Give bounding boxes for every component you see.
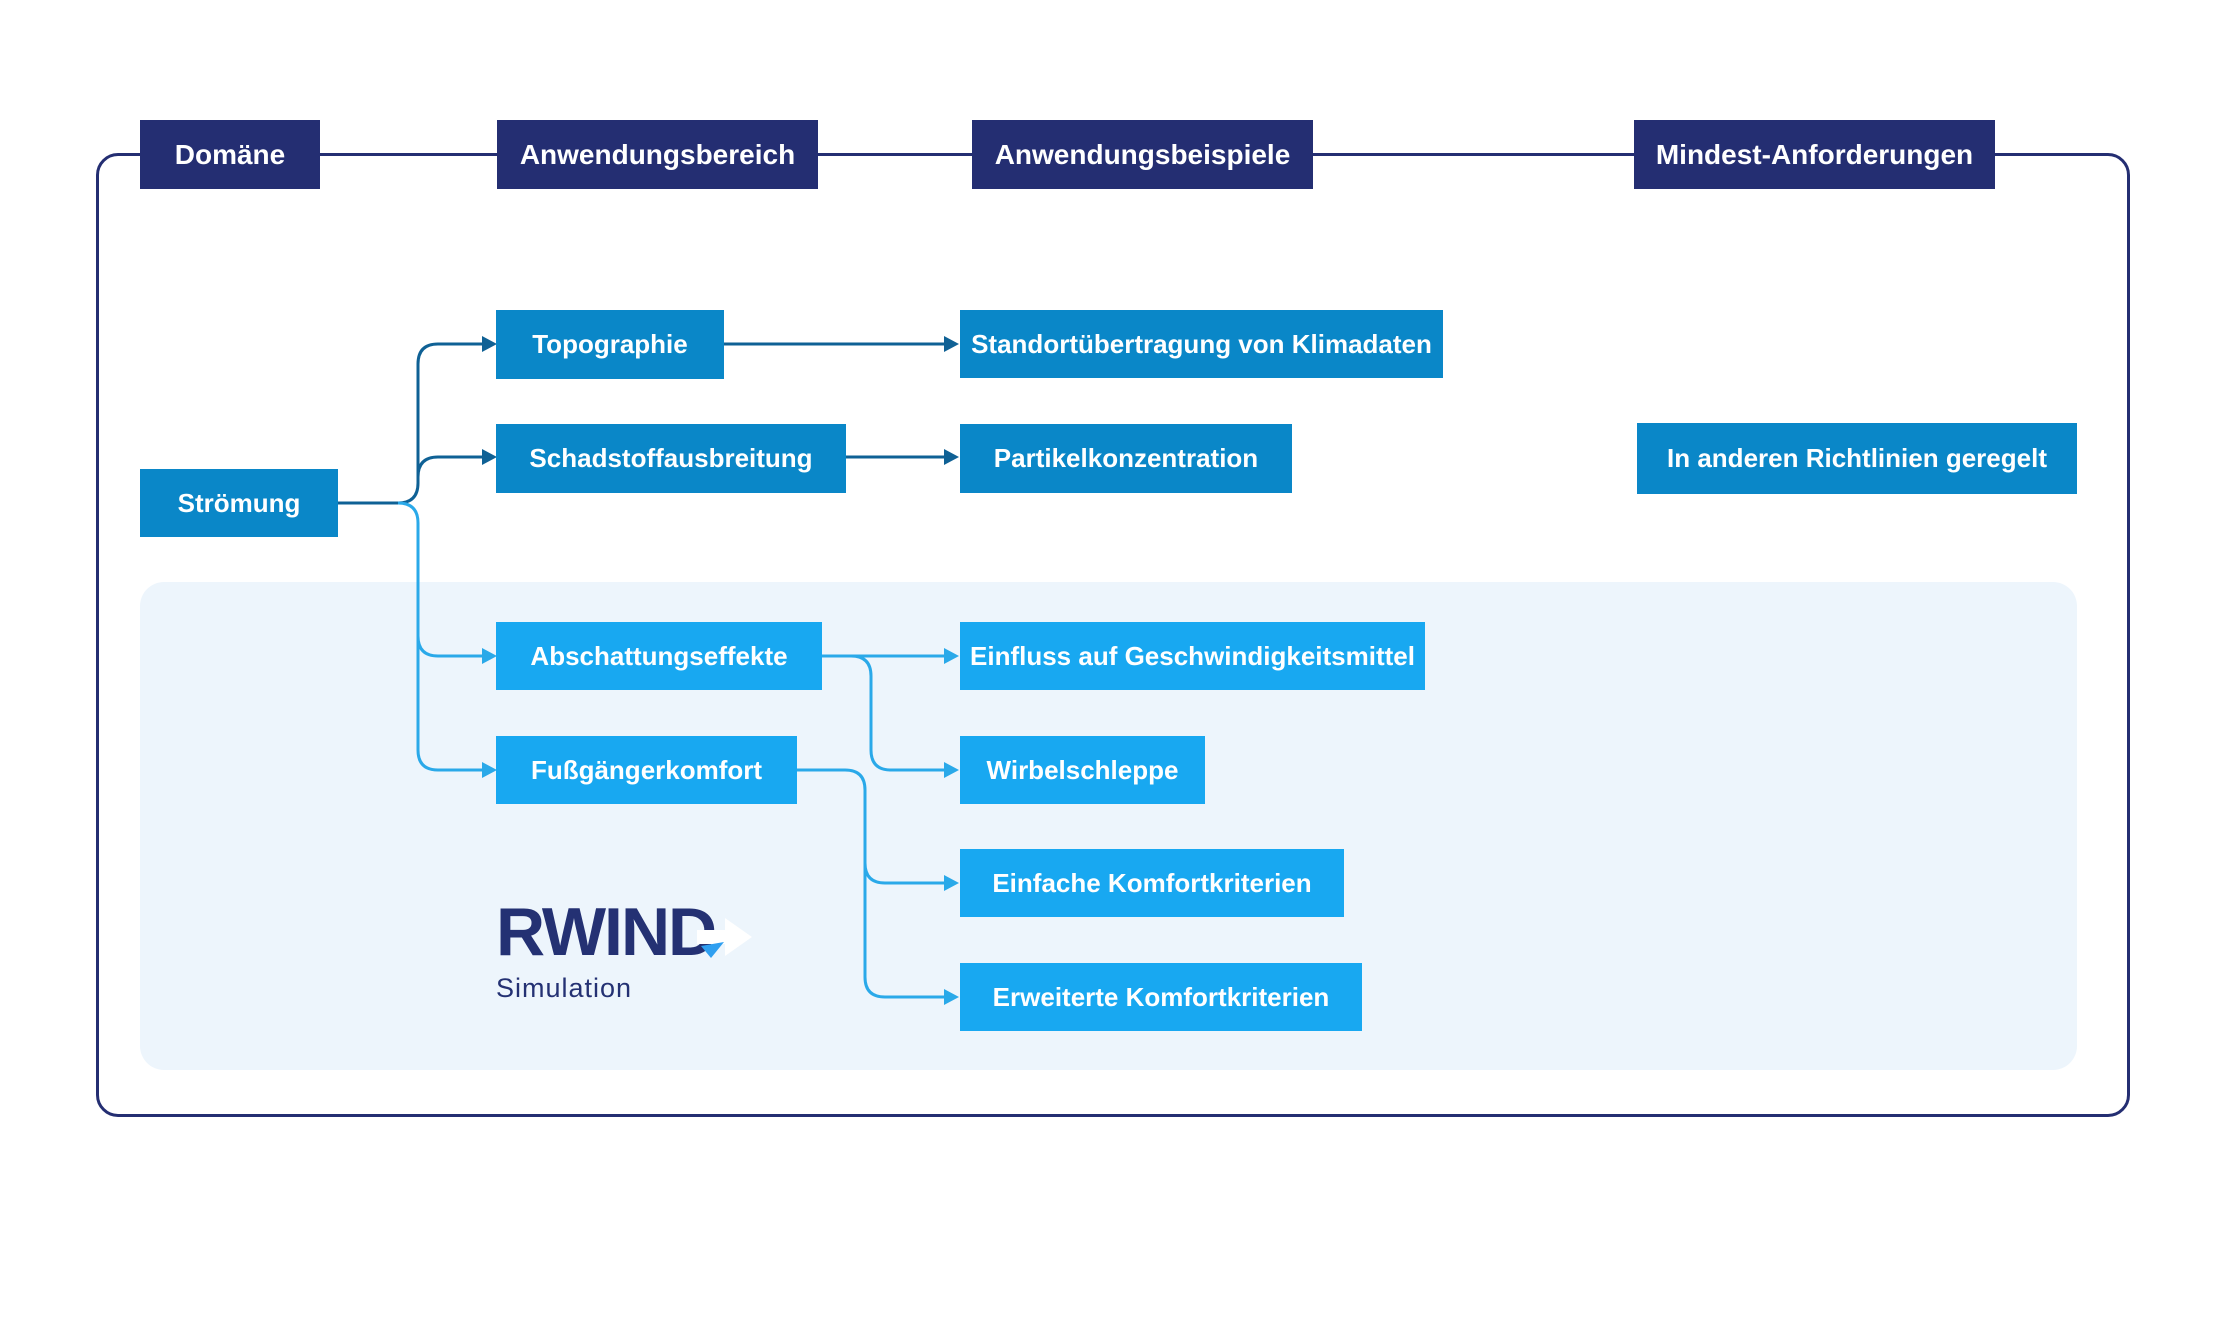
node-erweiterte-komfortkriterien: Erweiterte Komfortkriterien <box>960 963 1362 1031</box>
header-domaene: Domäne <box>140 120 320 189</box>
rwind-logo-wordmark: RWIND <box>496 894 717 970</box>
connector-stroemung-topographie <box>338 342 482 505</box>
node-stroemung: Strömung <box>140 469 338 537</box>
rwind-logo: RWIND Simulation <box>496 898 776 1008</box>
header-anwendungsbereich: Anwendungsbereich <box>497 120 818 189</box>
header-mindest-anforderungen: Mindest-Anforderungen <box>1634 120 1995 189</box>
connector-fussgaenger-erweiterte <box>797 768 944 999</box>
node-einfluss-geschwindigkeitsmittel: Einfluss auf Geschwindigkeitsmittel <box>960 622 1425 690</box>
node-partikelkonzentration: Partikelkonzentration <box>960 424 1292 493</box>
node-schadstoffausbreitung: Schadstoffausbreitung <box>496 424 846 493</box>
connector-stroemung-fussgaenger <box>397 501 482 772</box>
node-fussgaengerkomfort: Fußgängerkomfort <box>496 736 797 804</box>
node-einfache-komfortkriterien: Einfache Komfortkriterien <box>960 849 1344 917</box>
light-arrowheads <box>482 648 959 1005</box>
dark-arrowheads <box>482 336 959 465</box>
header-anwendungsbeispiele: Anwendungsbeispiele <box>972 120 1313 189</box>
connector-stroemung-abschattung <box>416 635 482 658</box>
node-standortuebertragung: Standortübertragung von Klimadaten <box>960 310 1443 378</box>
node-topographie: Topographie <box>496 310 724 379</box>
rwind-logo-arrow-icon <box>697 918 752 958</box>
node-abschattungseffekte: Abschattungseffekte <box>496 622 822 690</box>
node-richtlinien-geregelt: In anderen Richtlinien geregelt <box>1637 423 2077 494</box>
connector-stroemung-schadstoff <box>416 455 482 478</box>
node-wirbelschleppe: Wirbelschleppe <box>960 736 1205 804</box>
connector-fussgaenger-einfache <box>863 862 944 885</box>
rwind-logo-subtitle: Simulation <box>496 973 633 1003</box>
connector-abschattung-wirbelschleppe <box>850 654 944 772</box>
